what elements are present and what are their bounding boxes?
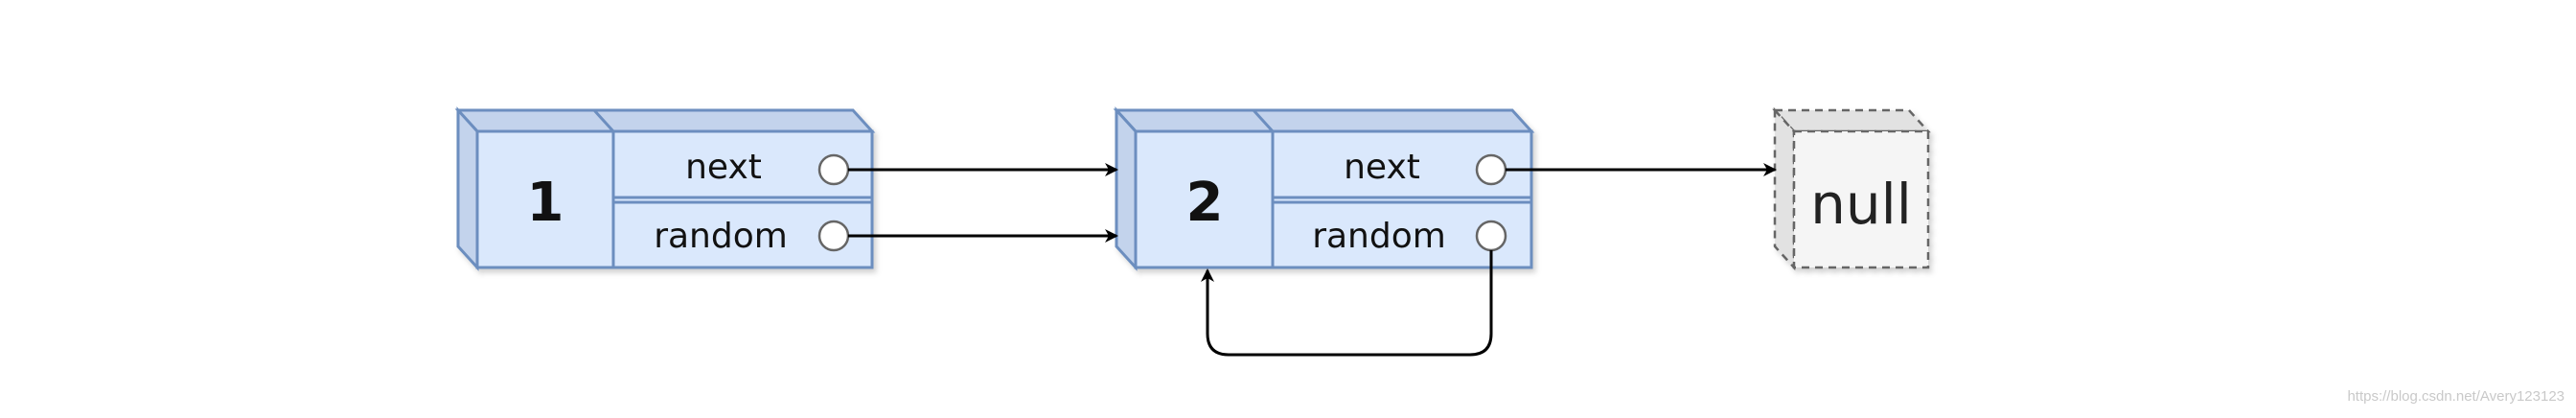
watermark: https://blog.csdn.net/Avery123123 (2347, 388, 2564, 405)
null-node-top-face (1772, 108, 1931, 133)
null-node-front-face (1792, 129, 1930, 269)
node-2-next-label: next (1344, 148, 1420, 187)
node-2-front-face (1134, 129, 1533, 269)
node-1-value: 1 (527, 172, 564, 234)
node-1-random-port (817, 220, 850, 252)
null-node-label: null (1810, 172, 1912, 237)
node-2-random-self-arrow (1201, 250, 1493, 357)
node-1-next-label: next (685, 148, 762, 187)
node-2-left-face (1115, 106, 1138, 271)
node-2-random-port (1475, 220, 1507, 252)
node-2-value: 2 (1186, 172, 1224, 234)
node-1 (454, 106, 876, 271)
node-2-top-face (1113, 108, 1535, 133)
node-2-random-label: random (1312, 217, 1446, 256)
node-1-front-face (475, 129, 874, 269)
null-node (1772, 106, 1931, 271)
node-1-next-port (817, 153, 850, 186)
node-1-left-face (456, 106, 479, 271)
node-2-next-port (1475, 153, 1507, 186)
node-1-top-face (454, 108, 876, 133)
node-1-random-label: random (654, 217, 788, 256)
node-2 (1113, 106, 1535, 271)
null-node-left-face (1773, 106, 1796, 271)
